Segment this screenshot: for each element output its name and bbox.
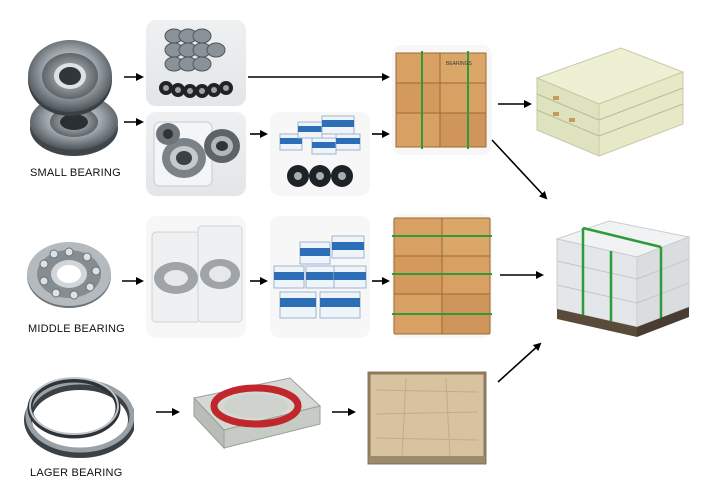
arrow-cartons-to-final-pallet <box>492 140 546 198</box>
arrow-crate-to-final <box>498 344 540 382</box>
